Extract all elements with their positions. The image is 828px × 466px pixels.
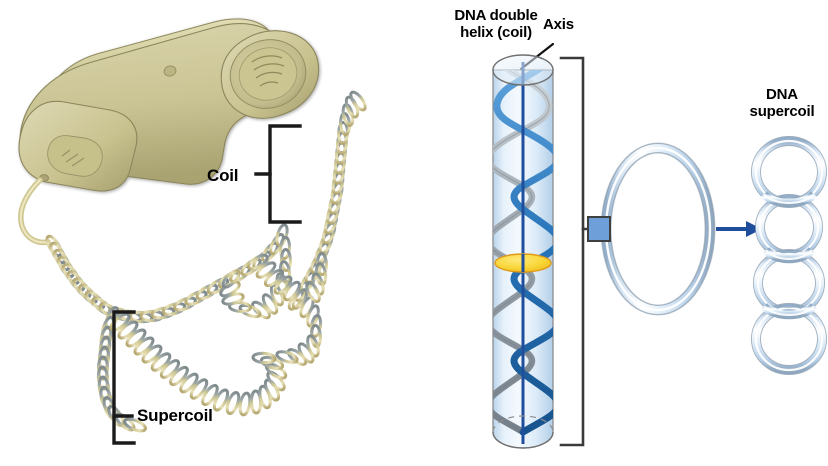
mouthpiece-grille [61,149,85,167]
coil-bracket [254,124,302,224]
dna-cylinder [492,54,554,449]
axis-label: Axis [543,16,574,33]
supercoil-label: Supercoil [137,406,213,425]
supercoil-bracket [112,310,136,445]
cylinder-top-cap [492,54,554,86]
cord-segment-h [305,252,328,303]
telephone-handset [18,18,320,192]
cord-segment-a [45,234,122,320]
earpiece-grille [251,55,285,87]
cord-segment-b [107,257,262,324]
coil-label: Coil [207,166,239,185]
connector-square [587,216,611,242]
cylinder-bottom-hidden-edge [492,415,554,433]
helix-span-bracket [559,56,610,447]
cylinder-bottom-edge [492,431,554,449]
dna-supercoil-label: DNA supercoil [749,86,815,120]
transition-arrow [716,221,762,237]
cord-segment-d [287,90,367,311]
dna-double-helix-label: DNA double helix (coil) [454,7,538,41]
dna-supercoil-loops [751,136,827,375]
cord-segment-g [247,253,323,366]
relaxed-circular-dna [600,142,716,316]
cord-segment-f [109,312,288,417]
cord-lead-in [18,177,51,246]
coiled-cord [45,90,367,433]
cord-segment-c [219,223,292,320]
